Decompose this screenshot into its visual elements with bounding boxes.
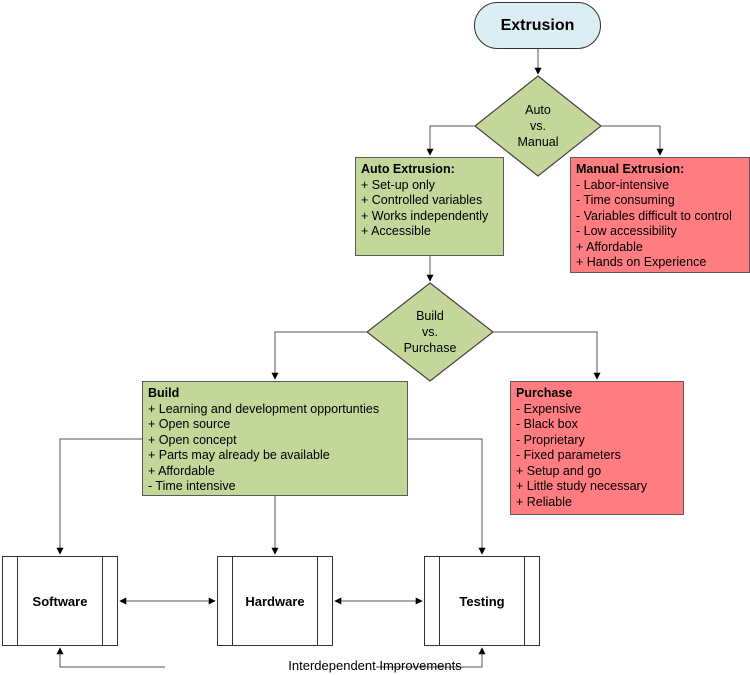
connector-decision2-to-purchase (493, 331, 601, 380)
interdependent-improvements-label: Interdependent Improvements (288, 658, 462, 673)
manual-item: - Low accessibility (576, 224, 677, 238)
purchase-box: Purchase - Expensive - Black box - Propr… (510, 381, 684, 515)
manual-item: - Time consuming (576, 193, 675, 207)
decision-line: Purchase (403, 341, 457, 355)
process-hardware: Hardware (217, 556, 333, 646)
decision-line: vs. (422, 325, 438, 339)
manual-extrusion-title: Manual Extrusion: (576, 162, 685, 176)
connector-build-to-software (56, 438, 142, 555)
connector-decision-to-auto (426, 125, 475, 156)
manual-extrusion-box: Manual Extrusion: - Labor-intensive - Ti… (570, 157, 750, 273)
decision-line: Auto (525, 103, 551, 117)
purchase-title: Purchase (516, 386, 573, 400)
build-item: + Learning and development opportunties (148, 401, 380, 416)
auto-item: + Works independently (361, 208, 489, 223)
purchase-item: - Black box (516, 417, 578, 431)
purchase-item: + Little study necessary (516, 479, 647, 493)
connector-build-to-testing (408, 438, 486, 555)
build-item: + Open source (148, 417, 231, 431)
decision-line: Build (416, 309, 444, 323)
manual-item: - Labor-intensive (576, 177, 670, 192)
manual-item: + Hands on Experience (576, 255, 707, 269)
connector-decision2-to-build (271, 331, 367, 380)
decision-build-vs-purchase (366, 282, 494, 382)
decision-line: Manual (517, 135, 559, 149)
auto-extrusion-box: Auto Extrusion: + Set-up only + Controll… (355, 157, 504, 256)
process-software: Software (2, 556, 118, 646)
decision-line: vs. (530, 119, 546, 133)
purchase-item: - Proprietary (516, 432, 585, 447)
decision-build-vs-purchase-label: Build vs. Purchase (390, 308, 470, 356)
auto-item: + Accessible (361, 224, 431, 238)
build-box: Build + Learning and development opportu… (142, 381, 408, 496)
decision-auto-vs-manual (474, 75, 602, 177)
build-title: Build (148, 386, 180, 400)
connector-interdependent-left (56, 647, 165, 668)
process-testing: Testing (424, 556, 540, 646)
purchase-item: - Fixed parameters (516, 448, 621, 462)
build-item: + Affordable (148, 463, 215, 478)
build-item: - Time intensive (148, 479, 236, 493)
purchase-item: - Expensive (516, 401, 582, 416)
purchase-item: + Setup and go (516, 463, 602, 478)
auto-item: + Set-up only (361, 177, 436, 192)
decision-auto-vs-manual-label: Auto vs. Manual (498, 102, 578, 150)
connector-decision-to-manual (601, 125, 664, 156)
connector-interdependent-right (376, 647, 486, 668)
purchase-item: + Reliable (516, 494, 572, 509)
auto-item: + Controlled variables (361, 193, 483, 207)
manual-item: + Affordable (576, 239, 643, 254)
build-item: + Open concept (148, 432, 237, 447)
auto-extrusion-title: Auto Extrusion: (361, 162, 455, 176)
start-terminal-extrusion: Extrusion (474, 2, 601, 49)
build-item: + Parts may already be available (148, 448, 330, 462)
manual-item: - Variables difficult to control (576, 208, 732, 223)
